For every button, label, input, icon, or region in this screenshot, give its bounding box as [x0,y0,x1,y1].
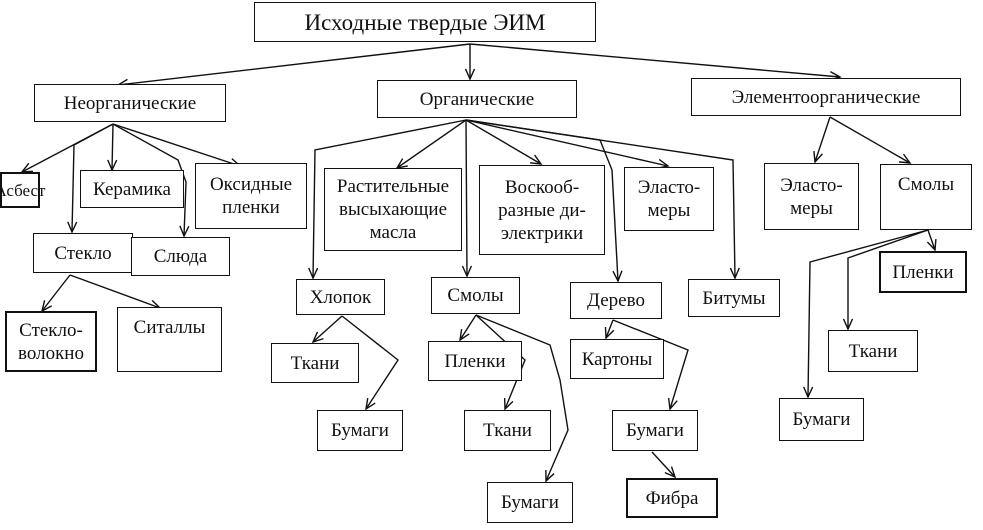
edge-root-to-organic-arrowhead [464,68,476,81]
oxide-films-node: Оксидные пленки [195,163,307,229]
elementorganic-papers-node: Бумаги [779,398,864,441]
edge-wood-to-papers-arrowhead [667,397,678,411]
resin-papers-node: Бумаги [487,482,573,523]
edge-resins-to-fabrics [475,314,526,410]
edge-elementorganic-to-resins [829,116,911,164]
edge-resins-to-papers-arrowhead [545,469,555,483]
edge-glass-to-fiberglass [41,274,71,312]
edge-cotton-to-papers-arrowhead [365,398,376,411]
edge-organic-to-bitumen [465,119,736,279]
vegetable-oils-node: Растительные высыхающие масла [324,168,462,251]
edge-organic-to-elastomers [465,119,669,167]
mica-node: Слюда [131,237,230,276]
asbestos-node: Асбест [0,172,46,208]
edge-organic-to-bitumen-arrowhead [729,267,740,280]
edge-organic-to-cotton [312,119,467,279]
resins-node: Смолы [431,277,520,314]
wood-node: Дерево [570,282,662,319]
edge-inorganic-to-mica-arrowhead [179,225,190,238]
root-node: Исходные твердые ЭИМ [254,2,596,42]
edge-root-to-inorganic [117,43,471,86]
edge-organic-to-cotton-arrowhead [308,267,319,280]
bitumen-node: Битумы [688,279,780,317]
edge-el-resins-to-fabrics-arrowhead [842,318,854,331]
edge-inorganic-to-ceramics [111,123,114,171]
edge-organic-to-vegetable-oils-arrowhead [395,158,408,169]
edge-elementorganic-to-resins-arrowhead [898,153,912,164]
edge-inorganic-to-oxide-films [112,123,241,167]
edge-resins-to-papers [475,314,569,482]
elastomers-node: Эласто- меры [624,167,714,231]
edge-wood-to-papers [612,319,689,410]
edge-resins-to-films-arrowhead [459,329,470,342]
edge-wood-to-cardboards [605,319,614,339]
cardboards-node: Картоны [570,339,664,379]
elementorganic-node: Элементоорганические [691,78,961,116]
resin-fabrics-node: Ткани [464,410,551,451]
fiberglass-node: Стекло- волокно [5,311,97,372]
edge-wood-to-cardboards-arrowhead [604,326,615,340]
glass-node: Стекло [33,233,133,273]
edge-resins-to-fabrics-arrowhead [503,397,514,411]
edge-el-resins-to-films-arrowhead [926,238,937,252]
cotton-papers-node: Бумаги [317,410,403,451]
edge-organic-to-wood-arrowhead [612,270,623,283]
edge-inorganic-to-glass [71,123,114,233]
elementorganic-fabrics-node: Ткани [828,330,918,372]
edge-glass-to-sitalls [69,274,161,309]
edge-inorganic-to-glass-arrowhead [67,221,78,234]
edge-cotton-to-fabrics-arrowhead [311,331,324,344]
edge-papers-to-fibre-arrowhead [664,466,677,479]
edge-el-resins-to-films [927,229,936,251]
elementorganic-resins-node: Смолы [880,164,972,230]
edge-organic-to-vegetable-oils [396,119,467,169]
elementorganic-elastomers-node: Эласто- меры [764,163,859,230]
edge-organic-to-waxes [465,119,542,165]
sitalls-node: Ситаллы [117,307,222,372]
edge-organic-to-resins-arrowhead [461,265,473,278]
cotton-fabrics-node: Ткани [271,343,359,383]
edge-elementorganic-to-elastomers [814,116,831,163]
elementorganic-films-node: Пленки [879,251,967,293]
edge-el-resins-to-papers [807,229,929,398]
wood-papers-node: Бумаги [612,410,698,451]
resin-films-node: Пленки [428,341,522,381]
organic-node: Органические [377,80,577,118]
edge-el-resins-to-fabrics [847,229,929,329]
fibre-node: Фибра [626,478,718,518]
ceramics-node: Керамика [80,170,184,208]
edge-resins-to-films [459,314,477,341]
waxes-node: Воскооб- разные ди- электрики [479,165,605,255]
cotton-node: Хлопок [296,279,385,315]
edge-elementorganic-to-elastomers-arrowhead [813,150,823,164]
edge-organic-to-waxes-arrowhead [529,154,543,165]
edge-organic-to-resins [465,119,468,277]
edge-cotton-to-fabrics [312,315,343,343]
edge-root-to-elementorganic [469,43,841,78]
edge-cotton-to-papers [341,315,399,410]
inorganic-node: Неорганические [34,84,226,122]
edge-el-resins-to-papers-arrowhead [803,386,814,399]
edge-papers-to-fibre [651,451,676,478]
